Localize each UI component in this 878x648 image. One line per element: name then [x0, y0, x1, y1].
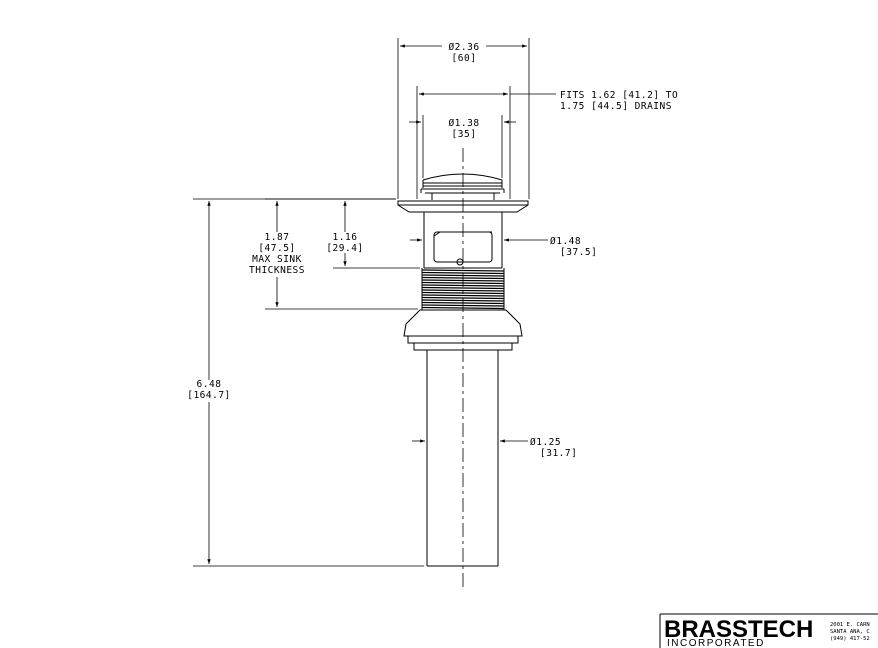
body-upper — [423, 212, 503, 269]
dimension-lines — [193, 38, 556, 567]
drain-part — [397, 148, 529, 590]
address-line-1: 2001 E. CARN — [830, 622, 870, 628]
tail-dia-mm: [31.7] — [540, 448, 577, 459]
overall-height-in: 6.48 — [197, 379, 222, 390]
max-sink-label2: THICKNESS — [249, 265, 305, 276]
body-dia-mm: [37.5] — [560, 247, 597, 258]
thread-line — [421, 306, 505, 310]
overall-height-mm: [164.7] — [187, 390, 231, 401]
body-dia-in: Ø1.48 — [550, 236, 581, 247]
dimension-labels: Ø2.36 [60] FITS 1.62 [41.2] TO 1.75 [44.… — [187, 42, 678, 459]
flange-dia-in: Ø2.36 — [448, 42, 479, 53]
thread-line — [421, 296, 505, 300]
thread-line — [421, 289, 505, 292]
cap-dia-in: Ø1.38 — [448, 118, 479, 129]
thread-line — [421, 284, 505, 287]
tail-dia-in: Ø1.25 — [530, 437, 561, 448]
address-line-3: (949) 417-52 — [830, 636, 870, 642]
mid-height-mm: [29.4] — [326, 243, 363, 254]
fits-line2: 1.75 [44.5] DRAINS — [560, 101, 672, 112]
thread-line — [421, 294, 505, 297]
thread-line — [421, 276, 505, 280]
thread-line — [421, 299, 505, 302]
fits-line1: FITS 1.62 [41.2] TO — [560, 90, 678, 101]
max-sink-mm: [47.5] — [258, 243, 295, 254]
max-sink-label1: MAX SINK — [252, 254, 302, 265]
tailpiece — [426, 350, 499, 567]
thread-line — [421, 274, 505, 277]
max-sink-in: 1.87 — [265, 232, 290, 243]
cap-dia-mm: [35] — [452, 129, 477, 140]
thread-line — [421, 301, 505, 305]
thread-line — [421, 279, 505, 282]
thread-line — [421, 304, 505, 307]
threaded-section — [421, 268, 505, 310]
thread-line — [421, 269, 505, 272]
brand-subtitle: INCORPORATED — [667, 638, 765, 648]
flange-dia-mm: [60] — [452, 53, 477, 64]
lock-nut — [403, 309, 523, 351]
thread-line — [421, 281, 505, 285]
brand-logo: BRASSTECH — [664, 616, 813, 643]
title-block: BRASSTECH INCORPORATED 2001 E. CARN SANT… — [659, 613, 878, 648]
mid-height-in: 1.16 — [333, 232, 358, 243]
thread-line — [421, 286, 505, 290]
thread-line — [421, 271, 505, 275]
stopper-cap — [420, 173, 505, 200]
flange — [397, 200, 529, 213]
address-line-2: SANTA ANA, C — [830, 629, 870, 635]
thread-line — [421, 291, 505, 295]
